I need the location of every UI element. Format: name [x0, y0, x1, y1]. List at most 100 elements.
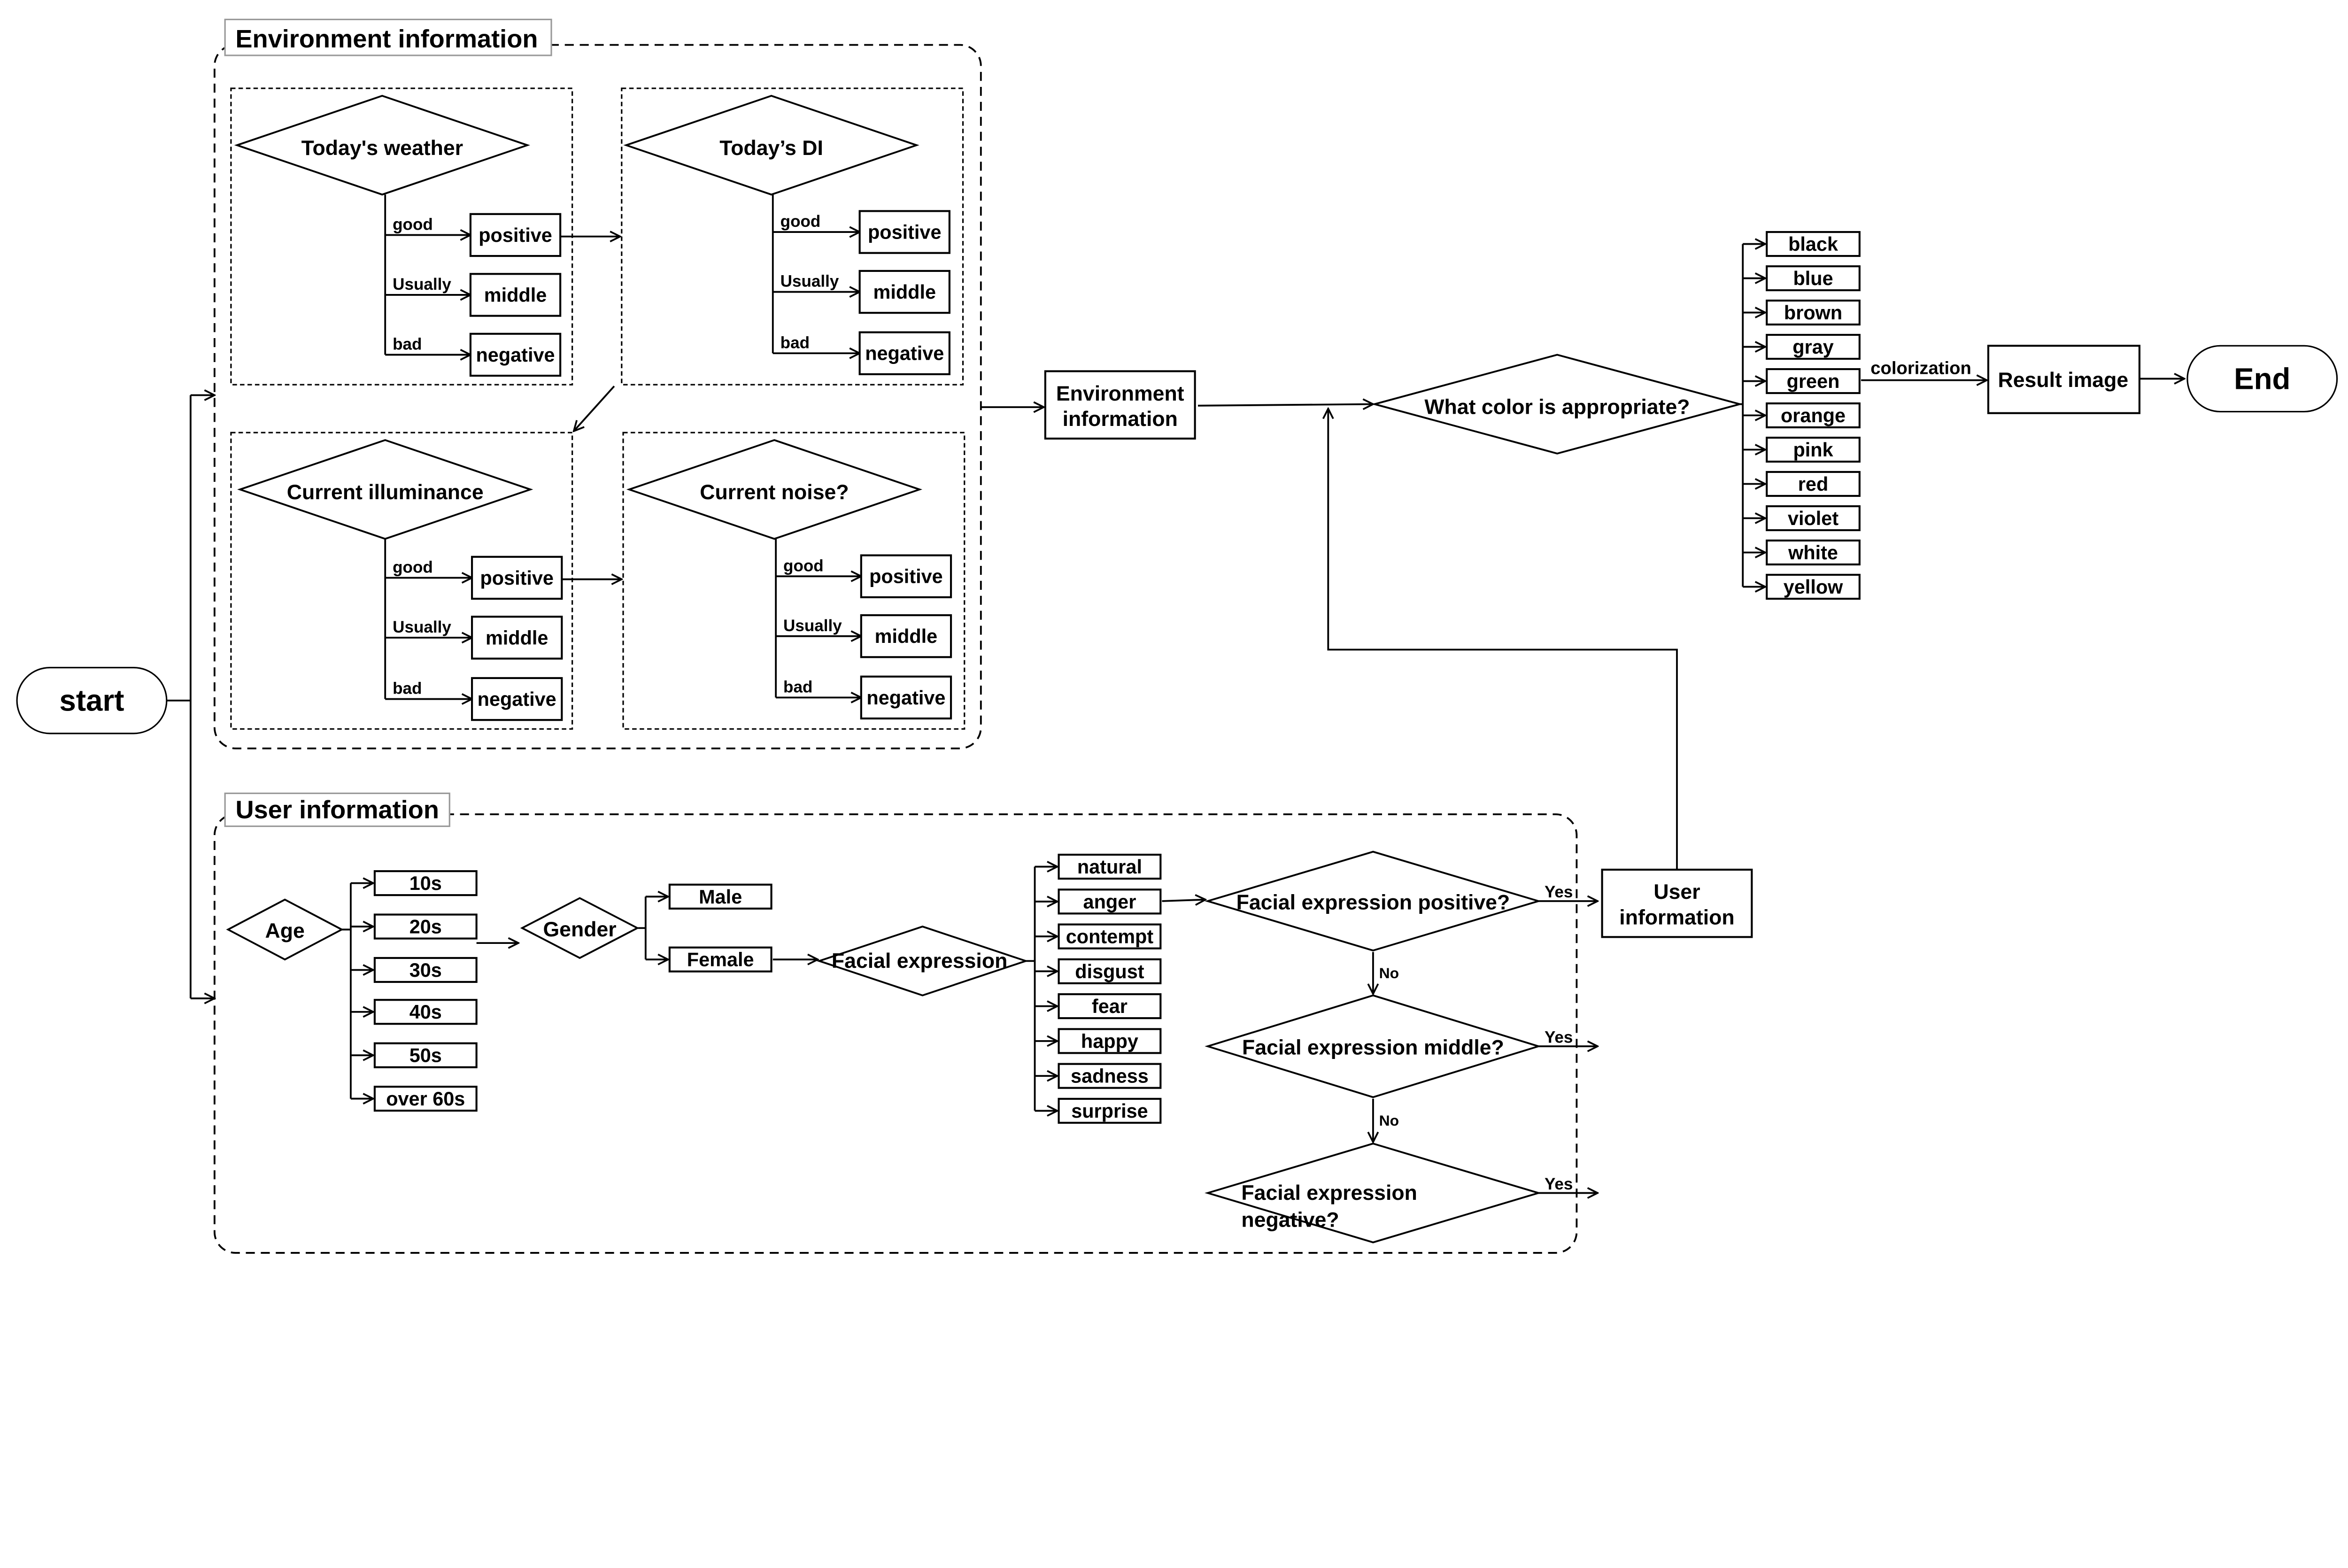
panel-question: Today’s DI	[719, 137, 823, 160]
expression-option-box	[1058, 888, 1162, 915]
end-label: End	[2234, 362, 2290, 395]
age-option-label: 30s	[409, 959, 442, 981]
age-option-box	[373, 999, 478, 1025]
user-group	[213, 813, 1578, 1254]
result-box	[858, 270, 950, 314]
branch-label: Usually	[393, 275, 451, 294]
age-option-label: over 60s	[386, 1088, 465, 1110]
color-option-label: black	[1788, 233, 1838, 255]
start-label: start	[59, 684, 124, 718]
expression-option-label: fear	[1092, 995, 1128, 1017]
color-option-box	[1766, 231, 1861, 257]
gender-label: Gender	[543, 918, 616, 941]
environment-summary-line: Environment	[1056, 382, 1184, 405]
result-label: positive	[479, 224, 552, 246]
age-option-box	[373, 957, 478, 983]
gender-option-label: Female	[687, 949, 754, 971]
color-option-label: pink	[1793, 439, 1833, 461]
color-option-label: gray	[1792, 336, 1833, 358]
result-label: negative	[478, 688, 556, 710]
age-option-label: 40s	[409, 1001, 442, 1023]
result-box	[858, 331, 950, 375]
age-option-box	[373, 1086, 478, 1112]
end-terminal	[2186, 345, 2338, 413]
color-option-box	[1766, 471, 1861, 497]
color-option-label: red	[1798, 473, 1828, 495]
environment-title: Environment information	[235, 25, 538, 53]
colorization-label: colorization	[1870, 358, 1971, 378]
expression-option-label: anger	[1083, 890, 1136, 912]
result-label: positive	[868, 221, 942, 243]
result-box	[469, 273, 562, 317]
branch-label: bad	[393, 680, 422, 698]
age-option-label: 50s	[409, 1044, 442, 1066]
gender-option-box	[668, 883, 772, 910]
result-image-label: Result image	[1998, 369, 2129, 392]
panel-question: Current illuminance	[287, 481, 484, 504]
expression-option-label: disgust	[1075, 960, 1144, 982]
environment-panel	[230, 432, 573, 730]
color-option-box	[1766, 436, 1861, 463]
check-question: negative?	[1241, 1208, 1339, 1231]
expression-option-box	[1058, 1097, 1162, 1124]
expression-option-box	[1058, 923, 1162, 950]
arrow-to-positive-check	[1162, 900, 1205, 901]
environment-summary-box	[1044, 370, 1196, 440]
no-label: No	[1379, 1112, 1399, 1129]
color-option-box	[1766, 333, 1861, 360]
result-box	[860, 554, 952, 598]
result-image-box	[1987, 345, 2140, 414]
color-option-label: white	[1788, 541, 1838, 564]
color-option-box	[1766, 505, 1861, 532]
color-option-label: orange	[1781, 404, 1846, 426]
expression-label: Facial expression	[832, 950, 1007, 973]
environment-group	[213, 44, 982, 749]
result-box	[469, 213, 562, 257]
result-box	[860, 675, 952, 720]
expression-option-box	[1058, 993, 1162, 1020]
user-to-color-arrow	[1328, 409, 1678, 870]
color-option-box	[1766, 265, 1861, 292]
result-box	[471, 677, 563, 721]
branch-label: bad	[780, 333, 810, 352]
no-label: No	[1379, 965, 1399, 981]
panel-question: Today's weather	[301, 137, 463, 160]
check-question: Facial expression positive?	[1236, 891, 1510, 914]
yes-label: Yes	[1545, 883, 1573, 901]
color-option-box	[1766, 539, 1861, 566]
gender-diamond	[520, 897, 640, 959]
branch-label: Usually	[783, 617, 842, 635]
user-summary-line: User	[1653, 881, 1700, 904]
yes-label: Yes	[1545, 1028, 1573, 1046]
environment-title-box	[224, 18, 552, 56]
expression-option-label: natural	[1077, 856, 1142, 878]
result-label: middle	[875, 625, 938, 647]
color-option-label: green	[1787, 370, 1840, 392]
age-option-box	[373, 913, 478, 940]
expression-option-box	[1058, 958, 1162, 984]
branch-label: bad	[783, 678, 812, 696]
color-option-label: violet	[1788, 507, 1838, 529]
decision-diamond	[234, 94, 530, 196]
user-summary-box	[1601, 868, 1753, 938]
age-option-box	[373, 870, 478, 896]
color-option-box	[1766, 299, 1861, 326]
decision-diamond	[623, 94, 919, 196]
result-label: positive	[869, 565, 943, 587]
user-summary-line: information	[1619, 906, 1734, 929]
color-option-label: yellow	[1784, 576, 1843, 598]
branch-label: good	[780, 212, 821, 231]
result-label: negative	[865, 342, 944, 364]
expression-option-box	[1058, 1028, 1162, 1054]
arrow-to-color-decision	[1197, 404, 1373, 406]
decision-diamond	[626, 439, 923, 540]
result-label: middle	[873, 281, 936, 303]
result-box	[469, 332, 562, 377]
environment-panel	[621, 87, 964, 386]
decision-diamond	[237, 439, 533, 540]
gender-option-label: Male	[699, 886, 742, 908]
result-label: middle	[486, 626, 548, 649]
expression-option-label: happy	[1081, 1030, 1138, 1052]
age-option-box	[373, 1042, 478, 1068]
